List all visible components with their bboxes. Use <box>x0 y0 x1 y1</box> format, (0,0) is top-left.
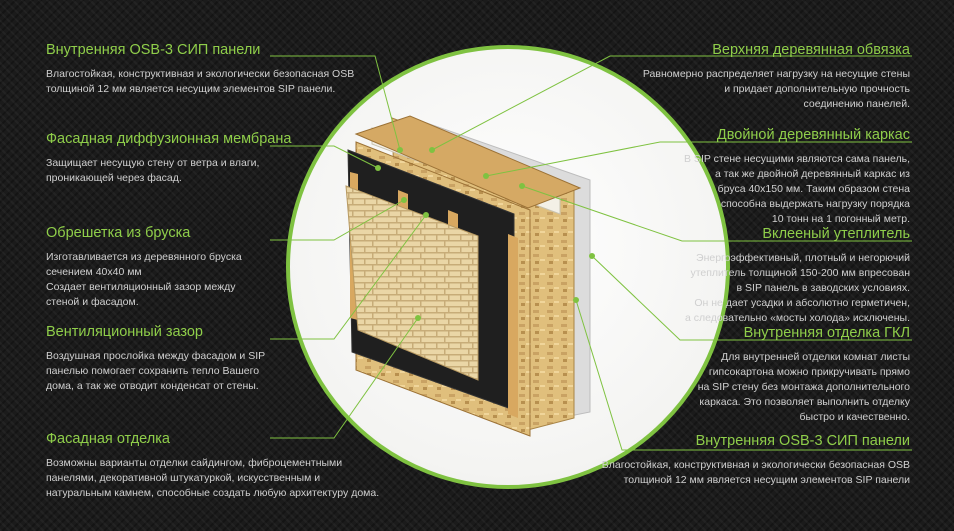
callout-text: Равномерно распределяет нагрузку на несу… <box>642 68 910 110</box>
callout-text: Возможны варианты отделки сайдингом, фиб… <box>46 457 380 499</box>
batten-3 <box>508 234 518 418</box>
leader-left-3 <box>270 199 405 241</box>
callout-title: Двойной деревянный каркас <box>716 127 910 143</box>
callout-inner-osb-right: Внутренняя OSB-3 СИП панели Влагостойкая… <box>550 432 910 488</box>
callout-vent-gap: Вентиляционный зазор Воздушная прослойка… <box>46 323 376 394</box>
callout-inner-osb-left: Внутренняя OSB-3 СИП панели Влагостойкая… <box>46 41 376 97</box>
facade-cladding <box>345 185 479 381</box>
callout-title: Фасадная диффузионная мембрана <box>46 131 292 147</box>
leader-right-3 <box>521 185 912 242</box>
callout-title: Внутренняя OSB-3 СИП панели <box>46 42 261 58</box>
leader-left-5 <box>270 317 419 439</box>
callout-frame: Двойной деревянный каркас В SIP стене не… <box>580 126 910 227</box>
callout-title: Вентиляционный зазор <box>46 324 203 340</box>
callout-membrane: Фасадная диффузионная мембрана Защищает … <box>46 130 376 186</box>
callout-text: В SIP стене несущими являются сама панел… <box>684 153 910 225</box>
callout-title: Фасадная отделка <box>46 431 170 447</box>
callout-facade: Фасадная отделка Возможны варианты отдел… <box>46 430 426 501</box>
callout-drywall: Внутренняя отделка ГКЛ Для внутренней от… <box>580 324 910 425</box>
callout-title: Обрешетка из бруска <box>46 225 191 241</box>
leader-left-1 <box>270 55 401 151</box>
leader-right-4 <box>591 255 912 341</box>
callout-title: Вклееный утеплитель <box>762 226 910 242</box>
callout-title: Внутренняя OSB-3 СИП панели <box>695 433 910 449</box>
leader-right-2 <box>485 141 912 177</box>
leader-left-4 <box>270 214 427 340</box>
callout-title: Внутренняя отделка ГКЛ <box>743 325 910 341</box>
callout-top-plate: Верхняя деревянная обвязка Равномерно ра… <box>580 41 910 112</box>
callout-insulation: Вклееный утеплитель Энергоэффективный, п… <box>580 225 910 326</box>
callout-title: Верхняя деревянная обвязка <box>712 42 910 58</box>
callout-text: Влагостойкая, конструктивная и экологиче… <box>601 459 910 486</box>
callout-text: Влагостойкая, конструктивная и экологиче… <box>46 68 355 95</box>
callout-batten: Обрешетка из бруска Изготавливается из д… <box>46 224 376 310</box>
callout-text: Защищает несущую стену от ветра и влаги,… <box>46 157 260 184</box>
leader-right-5 <box>575 299 912 451</box>
leader-right-1 <box>431 55 912 151</box>
leader-left-2 <box>270 145 379 169</box>
